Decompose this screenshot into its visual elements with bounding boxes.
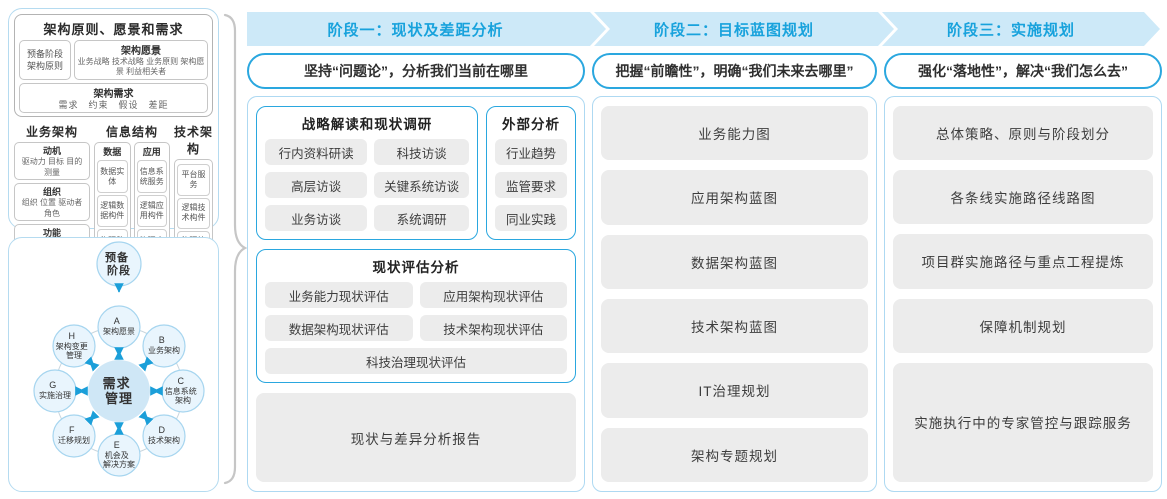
prep-phase-line2: 架构原则 — [26, 60, 63, 71]
strategy-item: 业务访谈 — [265, 205, 368, 231]
svg-text:D 技术架构: D 技术架构 — [148, 420, 180, 445]
phase2-item: IT治理规划 — [601, 363, 868, 418]
organization-box: 组织 组织 位置 驱动者 角色 — [14, 183, 90, 222]
organization-items: 组织 位置 驱动者 角色 — [21, 198, 83, 218]
svg-text:C 信息系统 架构: C 信息系统 架构 — [165, 371, 201, 405]
requirements-title: 架构需求 — [93, 88, 134, 100]
phase1-header: 阶段一：现状及差距分析 — [247, 12, 606, 46]
phase2-subtitle: 把握“前瞻性”，明确“我们未来去哪里” — [592, 53, 877, 89]
application-item: 信息系统服务 — [136, 160, 167, 193]
requirements-box: 架构需求 需求 约束 假设 差距 — [19, 82, 208, 114]
panel-architecture-principles: 架构原则、愿景和需求 预备阶段 架构原则 架构愿景 业务战略 技术战略 业务原则… — [8, 8, 219, 308]
adm-node-f: F 迁移规划 — [52, 414, 96, 458]
information-structure-title: 信息结构 — [105, 125, 158, 140]
phase2-item: 应用架构蓝图 — [601, 170, 868, 225]
motivation-box: 动机 驱动力 目标 目的 测量 — [14, 142, 90, 181]
assessment-item: 应用架构现状评估 — [419, 282, 567, 308]
panel-title: 架构原则、愿景和需求 — [43, 22, 184, 37]
phase2-item: 业务能力图 — [601, 106, 868, 161]
svg-text:A 架构愿景: A 架构愿景 — [103, 311, 135, 336]
adm-node-e: E 机会及 解决方案 — [97, 433, 141, 477]
strategy-research-title: 战略解读和现状调研 — [301, 117, 433, 132]
assessment-group: 现状评估分析 业务能力现状评估 应用架构现状评估 数据架构现状评估 技术架构现状… — [256, 249, 576, 383]
curly-brace-icon — [223, 13, 248, 485]
phase3-header: 阶段三：实施规划 — [882, 12, 1160, 46]
double-arrow-icons — [75, 347, 163, 435]
phase2-header: 阶段二：目标蓝图规划 — [594, 12, 894, 46]
svg-text:H 架构变更 管理: H 架构变更 管理 — [56, 326, 92, 360]
phase3-subtitle: 强化“落地性”，解决“我们怎么去” — [884, 53, 1162, 89]
assessment-title: 现状评估分析 — [372, 260, 460, 275]
svg-text:F 迁移规划: F 迁移规划 — [58, 420, 90, 445]
phase2-column: 业务能力图 应用架构蓝图 数据架构蓝图 技术架构蓝图 IT治理规划 架构专题规划 — [592, 96, 877, 492]
vision-items: 业务战略 技术战略 业务原则 架构愿景 利益相关者 — [77, 57, 205, 77]
strategy-item: 关键系统访谈 — [374, 172, 469, 198]
strategy-item: 行内资料研读 — [265, 139, 368, 165]
assessment-item: 业务能力现状评估 — [265, 282, 413, 308]
section-principles-vision: 架构原则、愿景和需求 预备阶段 架构原则 架构愿景 业务战略 技术战略 业务原则… — [14, 14, 213, 118]
organization-title: 组织 — [42, 187, 61, 198]
adm-node-c: C 信息系统 架构 — [161, 369, 205, 413]
panel-adm-cycle: 预备 阶段 A 架构愿景 B 业务架构 — [8, 237, 219, 492]
data-item: 逻辑数据构件 — [97, 194, 128, 228]
svg-text:预备 阶段: 预备 阶段 — [105, 250, 133, 277]
external-item: 同业实践 — [495, 205, 567, 231]
prep-phase-line1: 预备阶段 — [26, 48, 63, 59]
motivation-title: 动机 — [42, 146, 61, 157]
vision-title: 架构愿景 — [121, 46, 161, 57]
application-item: 逻辑应用构件 — [136, 194, 167, 228]
adm-node-g: G 实施治理 — [33, 369, 77, 413]
phase3-item: 各条线实施路径线路图 — [893, 170, 1153, 225]
phase2-item: 数据架构蓝图 — [601, 234, 868, 289]
external-analysis-title: 外部分析 — [502, 117, 560, 132]
vision-box: 架构愿景 业务战略 技术战略 业务原则 架构愿景 利益相关者 — [74, 40, 208, 80]
svg-text:需求 管理: 需求 管理 — [103, 376, 136, 406]
strategy-item: 高层访谈 — [265, 172, 368, 198]
adm-center-node: 需求 管理 — [88, 360, 150, 422]
function-title: 功能 — [42, 228, 61, 239]
svg-text:B 业务架构: B 业务架构 — [148, 330, 180, 355]
adm-node-h: H 架构变更 管理 — [52, 324, 96, 368]
data-title: 数据 — [103, 147, 122, 158]
motivation-items: 驱动力 目标 目的 测量 — [21, 157, 83, 177]
strategy-item: 系统调研 — [374, 205, 469, 231]
assessment-item: 数据架构现状评估 — [265, 315, 413, 341]
adm-node-a: A 架构愿景 — [97, 305, 141, 349]
external-item: 监管要求 — [495, 172, 567, 198]
business-architecture-title: 业务架构 — [25, 125, 78, 140]
phase1-column: 战略解读和现状调研 行内资料研读 科技访谈 高层访谈 关键系统访谈 业务访谈 系… — [247, 96, 585, 492]
adm-node-d: D 技术架构 — [142, 414, 186, 458]
assessment-item: 科技治理现状评估 — [265, 348, 567, 374]
adm-prep-node: 预备 阶段 — [96, 241, 142, 287]
adm-node-b: B 业务架构 — [142, 324, 186, 368]
phase3-item: 实施执行中的专家管控与跟踪服务 — [893, 362, 1153, 482]
phase2-item: 技术架构蓝图 — [601, 298, 868, 354]
svg-text:G 实施治理: G 实施治理 — [39, 375, 71, 400]
external-item: 行业趋势 — [495, 139, 567, 165]
application-title: 应用 — [142, 147, 161, 158]
svg-text:E 机会及 解决方案: E 机会及 解决方案 — [103, 435, 135, 469]
adm-cycle-diagram: 预备 阶段 A 架构愿景 B 业务架构 — [33, 241, 205, 477]
gap-analysis-report-box: 现状与差异分析报告 — [256, 393, 576, 482]
requirements-items: 需求 约束 假设 差距 — [58, 99, 169, 110]
phase3-item: 保障机制规划 — [893, 298, 1153, 353]
phase1-subtitle: 坚持“问题论”，分析我们当前在哪里 — [247, 53, 585, 89]
phase3-item: 总体策略、原则与阶段划分 — [893, 106, 1153, 161]
strategy-item: 科技访谈 — [374, 139, 469, 165]
technical-architecture-title: 技术架构 — [174, 125, 214, 157]
tech-item: 逻辑技术构件 — [177, 197, 210, 229]
phase3-column: 总体策略、原则与阶段划分 各条线实施路径线路图 项目群实施路径与重点工程提炼 保… — [884, 96, 1162, 492]
phase2-item: 架构专题规划 — [601, 427, 868, 482]
tech-item: 平台服务 — [177, 164, 210, 196]
data-item: 数据实体 — [97, 160, 128, 193]
phase3-item: 项目群实施路径与重点工程提炼 — [893, 234, 1153, 289]
assessment-item: 技术架构现状评估 — [419, 315, 567, 341]
strategy-research-group: 战略解读和现状调研 行内资料研读 科技访谈 高层访谈 关键系统访谈 业务访谈 系… — [256, 106, 478, 240]
external-analysis-group: 外部分析 行业趋势 监管要求 同业实践 — [486, 106, 576, 240]
prep-phase-box: 预备阶段 架构原则 — [19, 40, 71, 80]
